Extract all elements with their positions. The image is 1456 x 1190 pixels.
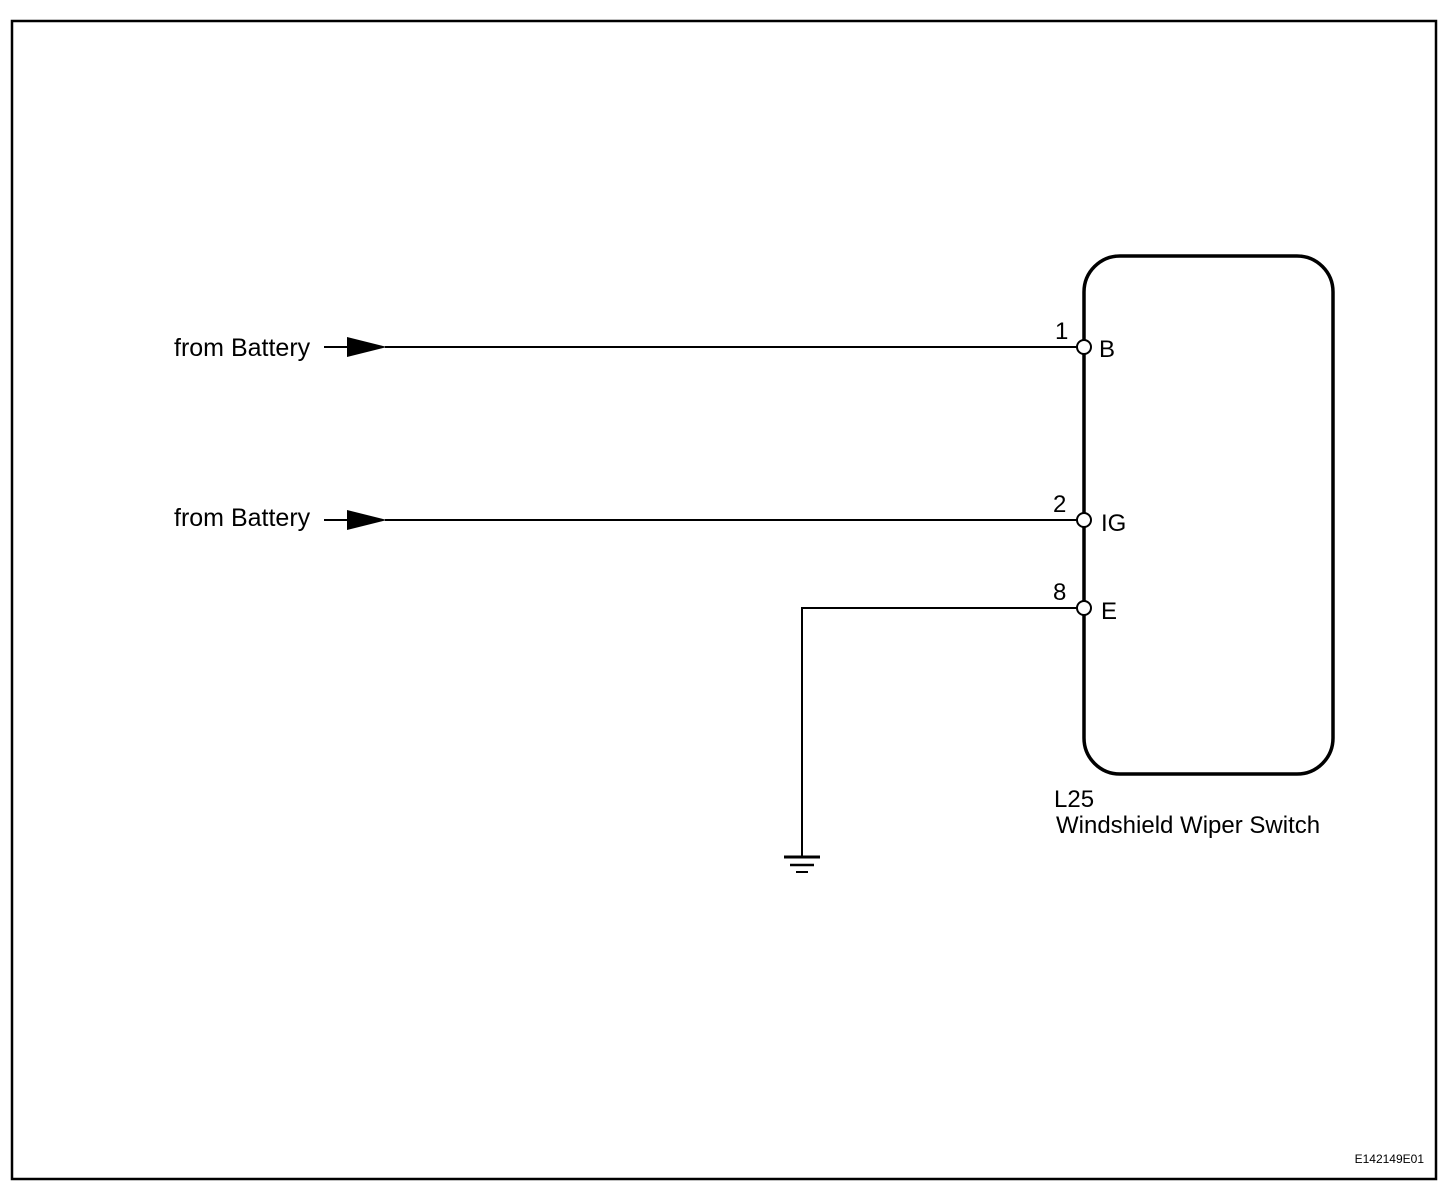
terminal-icon	[1076, 339, 1092, 355]
source-label-2: from Battery	[174, 504, 311, 532]
pin-number-2: 2	[1053, 491, 1066, 518]
pin-name-8: E	[1101, 598, 1117, 625]
arrow-icon	[347, 510, 387, 530]
pin-name-2: IG	[1101, 510, 1126, 537]
source-label-1: from Battery	[174, 334, 311, 362]
wire-pin-2: from Battery 2 IG	[174, 491, 1126, 537]
ground-wire	[801, 607, 1077, 857]
arrow-icon	[347, 337, 387, 357]
terminal-icon	[1076, 600, 1092, 616]
ground-icon	[784, 855, 820, 873]
pin-name-1: B	[1099, 336, 1115, 363]
wire-pin-8: 8 E	[801, 579, 1117, 857]
figure-id: E142149E01	[1355, 1152, 1425, 1166]
terminal-icon	[1076, 512, 1092, 528]
pin-number-1: 1	[1055, 318, 1068, 345]
component-name: Windshield Wiper Switch	[1056, 812, 1320, 839]
pin-number-8: 8	[1053, 579, 1066, 606]
wire-pin-1: from Battery 1 B	[174, 318, 1115, 363]
diagram-frame	[10, 19, 1438, 1181]
component-code: L25	[1054, 786, 1094, 813]
